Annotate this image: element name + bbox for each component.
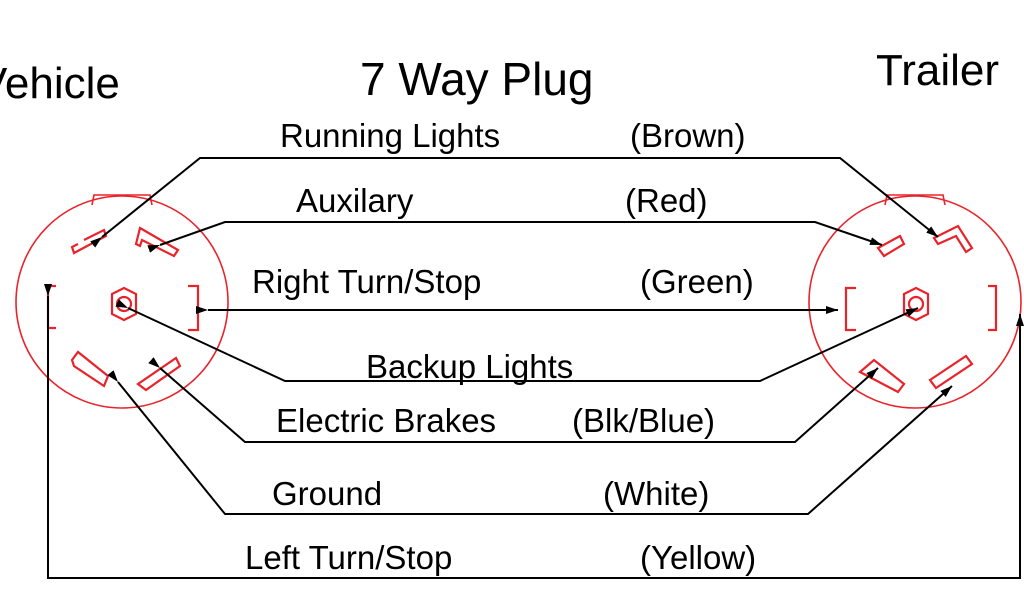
trailer-pin-running-lights (932, 224, 974, 254)
wire-color-running-lights: (Brown) (630, 117, 746, 154)
trailer-pin-backup-hex (902, 286, 930, 322)
wire-label-auxiliary: Auxilary (296, 182, 414, 219)
wire-color-auxiliary: (Red) (625, 182, 708, 219)
vehicle-pin-backup-hex (110, 286, 138, 322)
trailer-plug (808, 194, 1022, 409)
wire-running-lights (90, 157, 939, 248)
wire-ground (107, 370, 953, 515)
wire-color-right-turn-stop: (Green) (640, 263, 754, 300)
wire-label-backup-lights: Backup Lights (366, 348, 573, 385)
trailer-pin-ground (928, 354, 974, 390)
vehicle-pin-electric-brakes (136, 356, 182, 392)
wire-label-electric-brakes: Electric Brakes (276, 402, 496, 439)
wire-label-running-lights: Running Lights (280, 117, 500, 154)
vehicle-pin-right-turn (188, 284, 200, 332)
wire-label-ground: Ground (272, 475, 382, 512)
wire-color-left-turn-stop: (Yellow) (640, 539, 756, 576)
wire-electric-brakes (148, 357, 879, 443)
vehicle-plug-key (91, 194, 153, 206)
vehicle-pin-running-lights (70, 228, 108, 255)
vehicle-pin-ground (70, 350, 110, 388)
trailer-pin-right-turn (844, 286, 856, 332)
wire-label-right-turn-stop: Right Turn/Stop (252, 263, 481, 300)
wire-left-turn-stop (44, 284, 1024, 579)
vehicle-pin-auxiliary (134, 226, 180, 258)
vehicle-pin-left-turn (46, 284, 56, 330)
wire-auxiliary (147, 221, 883, 253)
vehicle-heading: Vehicle (0, 59, 120, 108)
trailer-pin-electric-brakes (858, 358, 906, 394)
wire-color-electric-brakes: (Blk/Blue) (572, 402, 715, 439)
trailer-plug-ring (808, 195, 1022, 409)
wire-label-left-turn-stop: Left Turn/Stop (245, 539, 452, 576)
trailer-heading: Trailer (876, 46, 999, 95)
trailer-pin-left-turn (988, 284, 998, 332)
diagram-title: 7 Way Plug (360, 53, 594, 105)
wire-color-ground: (White) (603, 475, 709, 512)
trailer-pin-auxiliary (876, 234, 906, 258)
trailer-plug-key (884, 194, 946, 206)
